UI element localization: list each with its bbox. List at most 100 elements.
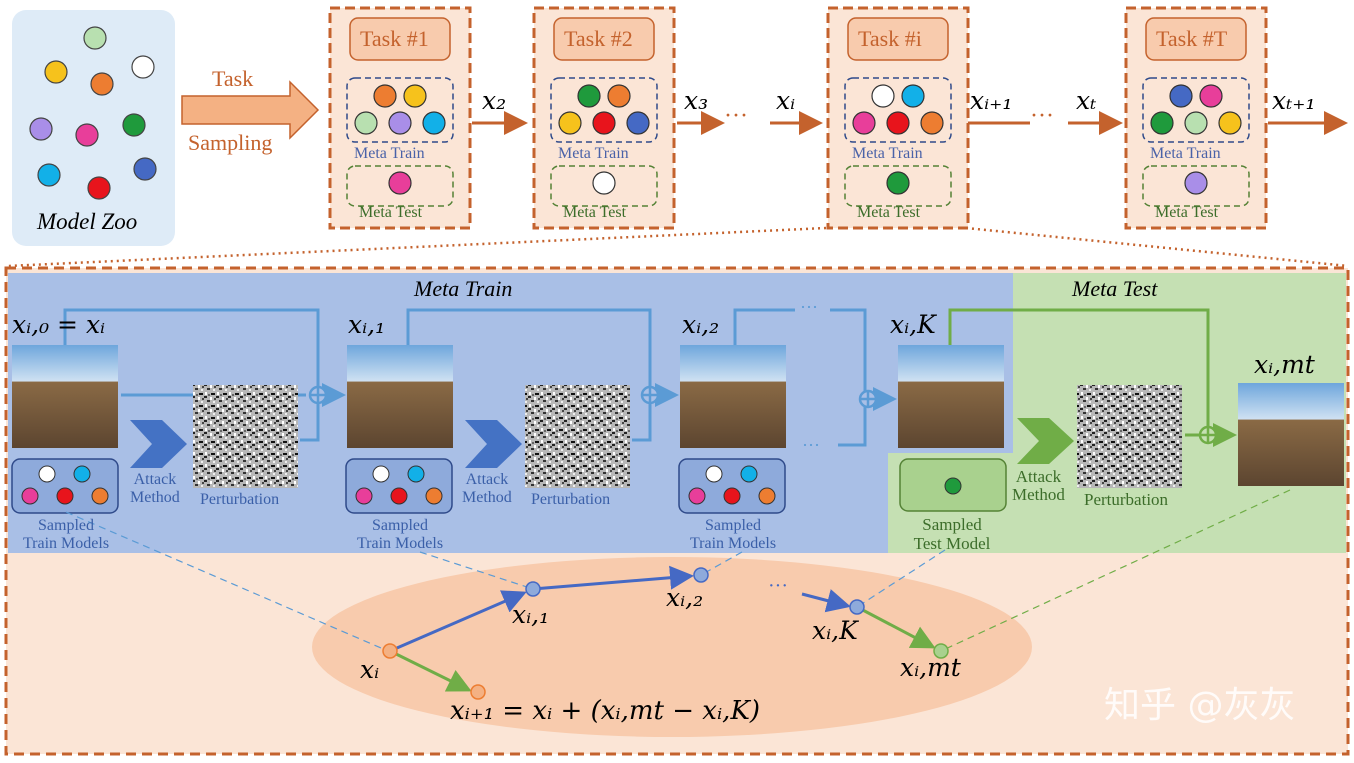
chain-xi1: xᵢ₊₁ — [970, 86, 1013, 115]
test-model-dot — [1184, 171, 1208, 195]
sampled-model-dot — [390, 487, 408, 505]
perturbation-label-test: Perturbation — [1084, 490, 1169, 509]
perturbation-images — [193, 385, 1182, 488]
meta-train-box — [844, 77, 952, 143]
sampled-model-dot — [372, 465, 390, 483]
meta-train-box — [550, 77, 658, 143]
skip-dots-top: ··· — [800, 297, 818, 317]
meta-test-box — [346, 165, 454, 207]
traj-xi1: xᵢ,₁ — [512, 600, 550, 629]
train-model-dot — [607, 84, 631, 108]
meta-train-label: Meta Train — [354, 145, 425, 162]
sampled-model-dot — [56, 487, 74, 505]
model-dot — [83, 26, 107, 50]
model-zoo-label: Model Zoo — [37, 209, 138, 234]
test-model-dot — [388, 171, 412, 195]
train-model-dot — [1218, 111, 1242, 135]
meta-train-label: Meta Train — [852, 145, 923, 162]
task-title: Task #1 — [360, 26, 429, 51]
model-dot — [90, 72, 114, 96]
test-model-dot — [886, 171, 910, 195]
task-boxes — [328, 6, 1268, 230]
train-model-dot — [373, 84, 397, 108]
task-title: Task #2 — [564, 26, 633, 51]
model-dot — [75, 123, 99, 147]
traj-ximt: xᵢ,mt — [900, 653, 961, 682]
meta-test-box — [844, 165, 952, 207]
task-sampling-arrow — [181, 80, 320, 140]
meta-test-label: Meta Test — [1155, 204, 1219, 221]
meta-test-label: Meta Test — [857, 204, 921, 221]
train-model-dot — [1150, 111, 1174, 135]
trajectory-points — [382, 567, 949, 700]
projection-lines — [65, 489, 1291, 652]
model-dot — [131, 55, 155, 79]
train-model-dot — [354, 111, 378, 135]
chain-x3: x₃ — [684, 86, 709, 115]
watermark: 知乎 @灰灰 — [1104, 685, 1296, 726]
train-model-dot — [592, 111, 616, 135]
train-model-dot — [901, 84, 925, 108]
perturbation-label-2: Perturbation — [531, 491, 611, 508]
task-sampling-label-1: Task — [212, 66, 254, 91]
sampled-model-dot — [73, 465, 91, 483]
sampled-model-boxes — [11, 458, 1007, 514]
chain-dots-1: ··· — [724, 103, 748, 129]
model-dot — [44, 60, 68, 84]
traj-dots: ··· — [768, 575, 788, 597]
train-model-dot — [1184, 111, 1208, 135]
meta-test-box — [550, 165, 658, 207]
model-zoo-dots — [29, 26, 157, 200]
traj-xi2: xᵢ,₂ — [666, 583, 704, 612]
chain-xT1: xₜ₊₁ — [1272, 86, 1316, 115]
train-model-dot — [577, 84, 601, 108]
model-dot — [122, 113, 146, 137]
chain-x2: x₂ — [482, 86, 507, 115]
meta-test-box — [1142, 165, 1250, 207]
meta-train-label: Meta Train — [1150, 145, 1221, 162]
trajectory-arrows — [389, 565, 936, 692]
train-model-dot — [1199, 84, 1223, 108]
task-title-box — [553, 17, 655, 61]
meta-test-title: Meta Test — [1072, 276, 1158, 301]
train-model-dot — [1169, 84, 1193, 108]
update-equation: xᵢ₊₁ = xᵢ + (xᵢ,mt − xᵢ,K) — [450, 696, 761, 726]
traj-xiK: xᵢ,K — [812, 616, 858, 645]
model-dot — [87, 176, 111, 200]
train-model-dot — [558, 111, 582, 135]
test-model-dot — [592, 171, 616, 195]
meta-train-region — [8, 273, 1013, 553]
task-title: Task #i — [858, 26, 922, 51]
sampled-train-box — [678, 458, 786, 514]
sampled-model-dot — [740, 465, 758, 483]
sampled-model-dot — [723, 487, 741, 505]
task-title-box — [349, 17, 451, 61]
model-dot — [37, 163, 61, 187]
castle-images — [12, 345, 1344, 486]
skip-dots-bottom: ··· — [802, 435, 820, 455]
sampled-model-dot — [705, 465, 723, 483]
sampled-model-dot — [688, 487, 706, 505]
attack-chevron-2 — [465, 420, 522, 468]
model-dot — [133, 157, 157, 181]
meta-train-title: Meta Train — [414, 276, 513, 301]
attack-chevron-1 — [130, 420, 187, 468]
zoom-line-left — [7, 226, 827, 268]
meta-train-label: Meta Train — [558, 145, 629, 162]
train-model-dot — [626, 111, 650, 135]
task-title: Task #T — [1156, 26, 1228, 51]
task-title-box — [1145, 17, 1247, 61]
sampled-train-box — [345, 458, 453, 514]
train-model-dot — [422, 111, 446, 135]
sampled-test-dot — [944, 477, 962, 495]
sampled-model-dot — [355, 487, 373, 505]
chain-dots-2: ··· — [1030, 103, 1054, 129]
